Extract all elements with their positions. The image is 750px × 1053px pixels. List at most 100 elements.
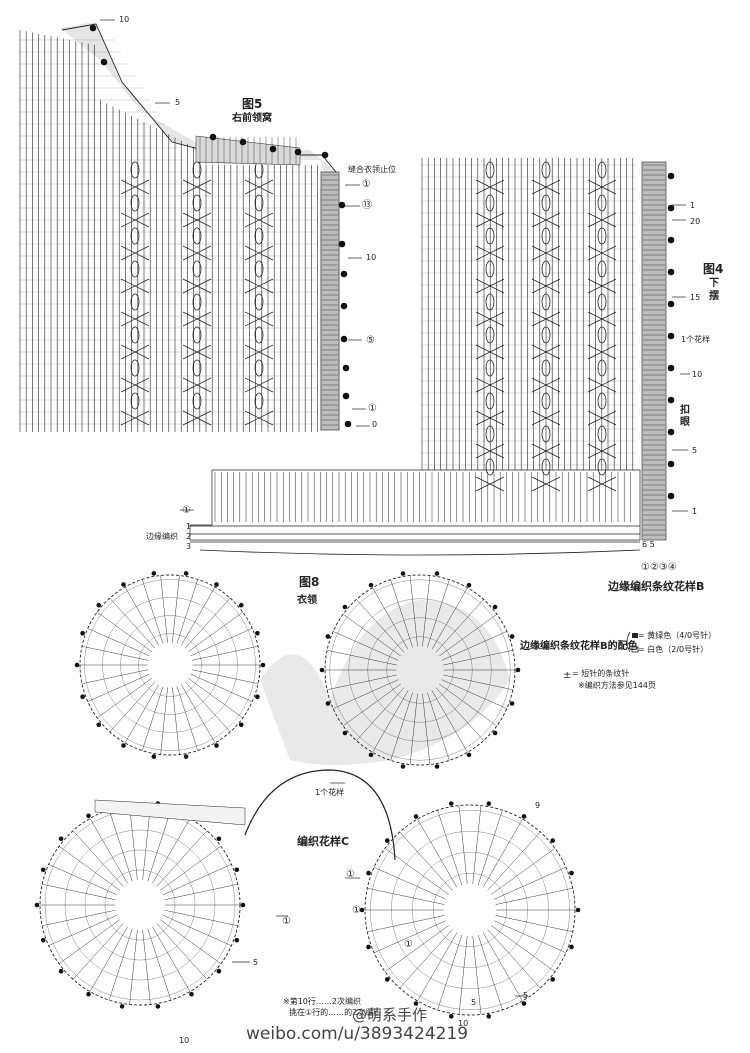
fig8-ring xyxy=(138,633,202,697)
fig8-spoke xyxy=(373,867,447,900)
fig8-spoke xyxy=(97,678,152,719)
fig8-edge-bead xyxy=(448,1014,454,1019)
fig4-bead xyxy=(667,204,675,212)
fig5-cross-stitch xyxy=(244,278,274,294)
fig4-cross-stitch xyxy=(531,311,561,327)
fig5-bead xyxy=(340,335,348,343)
fig8-edge-bead xyxy=(384,977,390,982)
fig8-spoke xyxy=(441,631,507,661)
fig8-edge-bead xyxy=(509,634,515,639)
fig8-edge-bead xyxy=(121,743,126,748)
fig8-edge-bead xyxy=(342,730,348,736)
fig5-edge-band xyxy=(320,171,340,431)
fig8-edge-bead xyxy=(319,667,325,673)
fig8-spoke xyxy=(431,587,468,650)
watermark-handle: @萌系手作 xyxy=(352,1006,428,1024)
fig5-shell-stitch xyxy=(192,260,202,278)
fig5-chart xyxy=(18,19,370,432)
fig8-row-1-d: ① xyxy=(404,939,413,950)
fig4-cross-stitch xyxy=(475,179,505,195)
fig8-spoke xyxy=(188,611,243,652)
fig8-neck-opening xyxy=(244,769,396,861)
fig8-edge-bead xyxy=(413,814,419,819)
fig8-spoke xyxy=(147,928,172,1001)
fig5-cross-stitch xyxy=(182,344,212,360)
fig4-bead xyxy=(667,236,675,244)
fig8-note-2: 挑在①行的……的2次编织 xyxy=(289,1008,382,1017)
fig8-repeat-label: 1个花样 xyxy=(315,788,345,797)
fig8-edge-bead xyxy=(216,836,222,842)
fig8-shading xyxy=(260,600,510,765)
fig5-bead xyxy=(269,145,277,153)
fig8-edge-bead xyxy=(515,667,521,673)
fig8-spoke xyxy=(493,867,567,900)
fig4-cross-stitch xyxy=(587,377,617,393)
fig5-cross-stitch xyxy=(120,278,150,294)
legend-swatch-1 xyxy=(632,633,638,638)
fig8-edge-bead xyxy=(492,730,498,736)
fig8-row-5-b: 5 xyxy=(523,991,529,1000)
fig5-shell-stitch xyxy=(130,227,140,245)
fig8-spoke xyxy=(477,934,503,1010)
fig8-spoke xyxy=(491,848,556,895)
fig5-cross-stitch xyxy=(182,311,212,327)
fig5-collar-note: 缝合衣领止位 xyxy=(348,165,396,174)
fig8-spoke xyxy=(152,926,191,992)
fig4-cross-stitch xyxy=(475,377,505,393)
fig4-subtitle-2: 摆 xyxy=(709,291,719,302)
fig8-title: 图8 xyxy=(299,575,320,589)
fig8-ring xyxy=(64,829,216,981)
fig4-bottom-left-row-1: ① xyxy=(182,505,191,516)
fig5-shell-stitch xyxy=(254,326,264,344)
fig8-edge-bead xyxy=(466,582,472,588)
fig5-cross-stitch xyxy=(120,311,150,327)
fig4-shell-stitch xyxy=(485,359,495,377)
fig8-spoke xyxy=(356,687,405,741)
fig8-ring xyxy=(102,597,238,733)
fig4-edge-row-1: 1 xyxy=(186,522,192,531)
fig8-row-5-a: 5 xyxy=(253,958,259,967)
fig4-row-10: 10 xyxy=(692,370,703,379)
fig8-edge-bead xyxy=(342,604,348,610)
fig4-cross-stitch xyxy=(475,410,505,426)
fig4-row-5: 5 xyxy=(692,446,698,455)
fig5-cross-stitch xyxy=(244,344,274,360)
legend-symbol-note: = 短针的条纹针 xyxy=(572,669,630,678)
fig8-edge-bead xyxy=(121,582,126,587)
fig8-spoke xyxy=(156,830,208,887)
fig8-ring xyxy=(104,869,176,941)
fig4-shell-stitch xyxy=(541,458,551,476)
fig4-cross-stitch xyxy=(531,476,561,492)
fig8-chart xyxy=(34,571,581,1019)
fig5-cross-stitch xyxy=(182,212,212,228)
fig8-spoke xyxy=(109,681,156,733)
fig4-shell-stitch xyxy=(485,425,495,443)
fig8-spoke xyxy=(493,920,567,953)
fig4-edge-row-2: 2 xyxy=(186,532,192,541)
fig4-row-1b: 1 xyxy=(692,507,698,516)
fig8-spoke xyxy=(343,683,401,727)
fig8-edge-bead xyxy=(58,836,64,842)
fig8-edge-bead xyxy=(325,701,331,706)
fig8-spoke xyxy=(191,669,259,684)
fig5-bead xyxy=(294,148,302,156)
fig8-spoke xyxy=(42,909,116,927)
fig8-spoke xyxy=(129,929,138,1005)
fig4-cross-stitch xyxy=(587,245,617,261)
fig5-subtitle: 右前领窝 xyxy=(232,113,272,124)
fig8-edge-bead xyxy=(151,754,157,759)
fig8-spoke xyxy=(427,692,450,761)
fig5-row-10: 10 xyxy=(119,15,130,24)
fig4-shell-stitch xyxy=(485,293,495,311)
fig4-shell-stitch xyxy=(541,260,551,278)
fig8-edge-bead xyxy=(234,867,240,873)
fig8-spoke xyxy=(443,650,513,666)
fig8-edge-bead xyxy=(384,838,390,843)
fig8-spoke xyxy=(441,679,507,709)
fig8-spoke xyxy=(333,679,399,709)
fig8-edge-bead xyxy=(486,801,492,806)
fig8-ring xyxy=(412,852,528,968)
fig8-edge-bead xyxy=(550,838,556,843)
fig5-cross-stitch xyxy=(182,245,212,261)
